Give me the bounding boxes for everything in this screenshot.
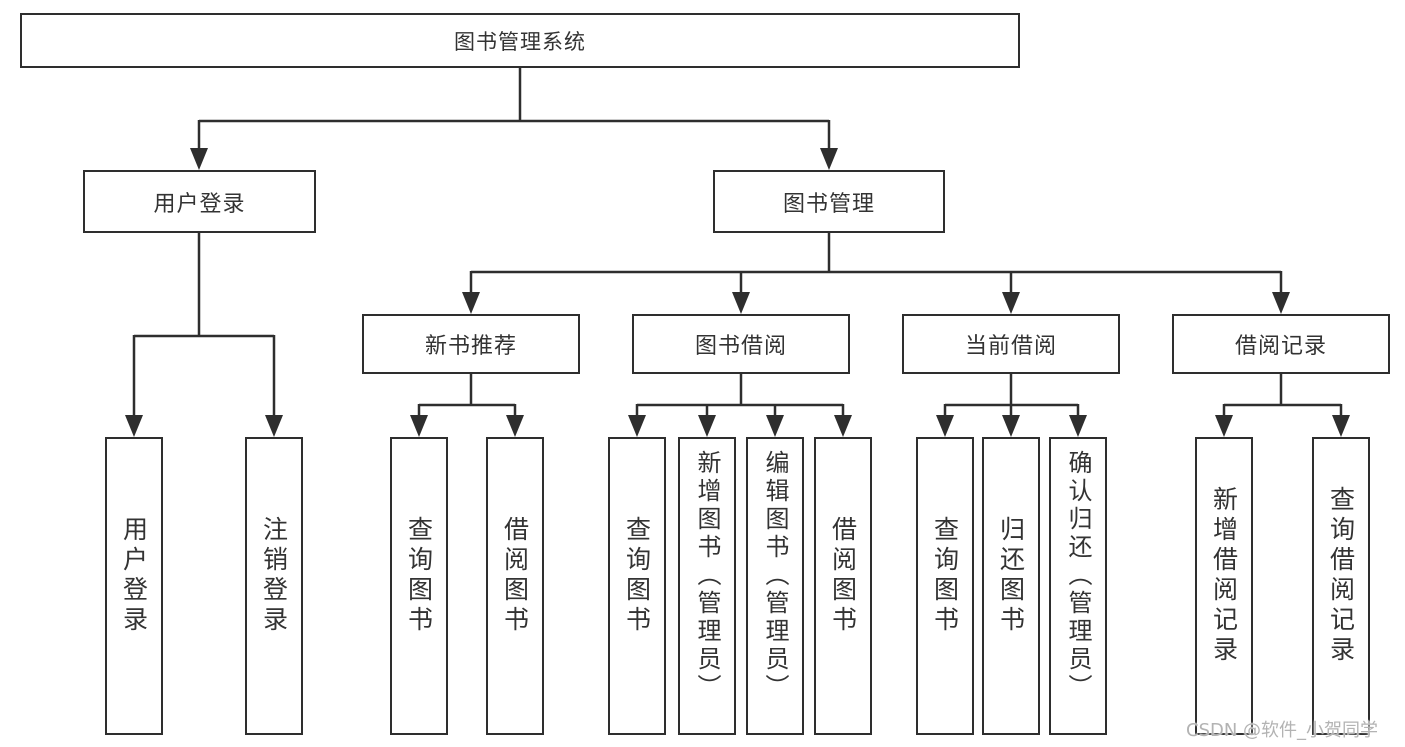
node-cb-query-books: 查询图书 — [916, 437, 974, 735]
node-cb-confirm-return-admin: 确认归还（管理员） — [1049, 437, 1107, 735]
node-logout: 注销登录 — [245, 437, 303, 735]
node-label: 用户登录 — [119, 516, 149, 636]
node-bb-add-books-admin: 新增图书（管理员） — [678, 437, 736, 735]
node-label: 用户登录 — [153, 191, 246, 217]
node-label: 确认归还（管理员） — [1064, 450, 1092, 702]
node-label: 图书借阅 — [694, 334, 787, 359]
node-current-borrowing: 当前借阅 — [902, 314, 1120, 374]
node-root: 图书管理系统 — [20, 13, 1020, 68]
node-user-login-leaf: 用户登录 — [105, 437, 163, 735]
csdn-watermark: CSDN @软件_小贺同学 — [1186, 720, 1379, 741]
node-br-add-record: 新增借阅记录 — [1195, 437, 1253, 735]
node-bb-borrow-books: 借阅图书 — [814, 437, 872, 735]
node-label: 查询图书 — [930, 516, 960, 636]
node-book-borrowing: 图书借阅 — [632, 314, 850, 374]
node-label: 归还图书 — [996, 516, 1026, 636]
node-label: 图书管理 — [782, 191, 875, 217]
node-bb-query-books: 查询图书 — [608, 437, 666, 735]
node-user-login: 用户登录 — [83, 170, 316, 233]
node-label: 当前借阅 — [964, 334, 1057, 359]
node-new-book-recommend: 新书推荐 — [362, 314, 580, 374]
node-label: 新增图书（管理员） — [693, 450, 721, 702]
node-label: 查询图书 — [622, 516, 652, 636]
node-cb-return-books: 归还图书 — [982, 437, 1040, 735]
node-borrow-records: 借阅记录 — [1172, 314, 1390, 374]
node-nbr-query-books: 查询图书 — [390, 437, 448, 735]
node-label: 借阅图书 — [828, 516, 858, 636]
node-label: 借阅图书 — [500, 516, 530, 636]
node-label: 查询图书 — [404, 516, 434, 636]
node-label: 查询借阅记录 — [1326, 486, 1356, 666]
node-label: 图书管理系统 — [454, 29, 586, 54]
node-label: 编辑图书（管理员） — [761, 450, 789, 702]
node-nbr-borrow-books: 借阅图书 — [486, 437, 544, 735]
node-bb-edit-books-admin: 编辑图书（管理员） — [746, 437, 804, 735]
node-label: 新增借阅记录 — [1209, 486, 1239, 666]
node-book-management: 图书管理 — [713, 170, 945, 233]
node-label: 借阅记录 — [1234, 334, 1327, 359]
node-label: 新书推荐 — [424, 334, 517, 359]
node-label: 注销登录 — [259, 516, 289, 636]
node-br-query-record: 查询借阅记录 — [1312, 437, 1370, 735]
